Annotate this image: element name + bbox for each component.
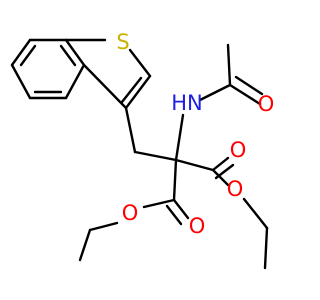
thiophene-ring	[64, 38, 152, 110]
bond	[128, 48, 152, 78]
bond	[88, 221, 119, 232]
bond	[174, 113, 185, 162]
bond	[172, 158, 178, 202]
bond	[124, 106, 137, 154]
right-ester-ether-oxygen-label: O	[227, 177, 244, 201]
acetyl-oxygen-atom-label: O	[258, 92, 275, 116]
bond	[242, 197, 269, 230]
double-bond	[234, 75, 264, 96]
nitrogen-atom-label: HN	[171, 91, 203, 115]
bond	[10, 63, 32, 100]
bond	[211, 156, 230, 172]
bond	[198, 83, 232, 102]
bond	[82, 63, 128, 110]
bond	[172, 198, 190, 220]
bond	[211, 168, 230, 187]
bond	[64, 63, 86, 100]
bond	[133, 150, 178, 162]
benzene-ring	[10, 38, 86, 100]
molecule-structure-diagram: S HN O O O O O	[10, 30, 275, 270]
double-bond	[59, 44, 77, 67]
left-ester-carbonyl-oxygen-label: O	[189, 214, 206, 238]
double-bond	[19, 44, 37, 67]
bond	[142, 198, 176, 209]
bond	[124, 74, 152, 110]
bond	[64, 38, 86, 67]
bond	[10, 38, 32, 67]
sulfur-atom-label: S	[116, 30, 129, 54]
double-bond	[120, 76, 143, 104]
bond	[78, 228, 92, 262]
bond	[263, 226, 269, 270]
left-ester-ether-oxygen-label: O	[122, 201, 139, 225]
bond	[174, 158, 215, 172]
bond	[226, 43, 232, 87]
right-ester-carbonyl-oxygen-label: O	[230, 138, 247, 162]
bond	[228, 83, 262, 106]
double-bond	[165, 204, 183, 226]
